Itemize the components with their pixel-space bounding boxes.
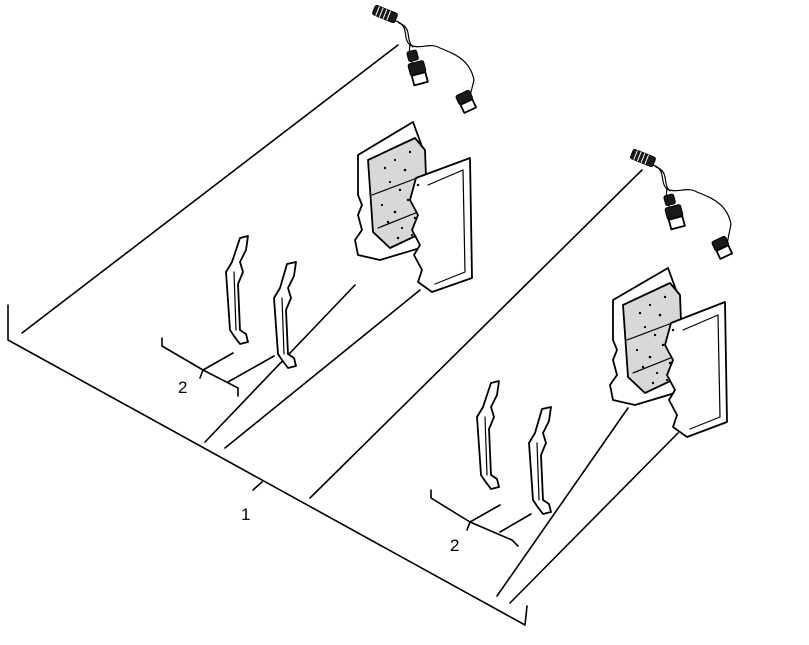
kit-bracket (7, 304, 528, 626)
wear-sensor-left (372, 4, 477, 114)
retaining-clips-left (225, 235, 297, 369)
retaining-clips-right (476, 380, 552, 515)
callout-2-left: 2 (161, 337, 275, 397)
callout-1: 1 (241, 505, 250, 524)
brake-pad-set-right (609, 267, 728, 438)
wear-sensor-right (630, 148, 733, 260)
brake-pad-set-left (354, 121, 473, 293)
leader-lines (21, 44, 679, 604)
callout-label-2-left: 2 (178, 378, 187, 397)
callout-label-1: 1 (241, 505, 250, 524)
callout-2-right: 2 (430, 489, 532, 555)
callout-label-2-right: 2 (450, 536, 459, 555)
